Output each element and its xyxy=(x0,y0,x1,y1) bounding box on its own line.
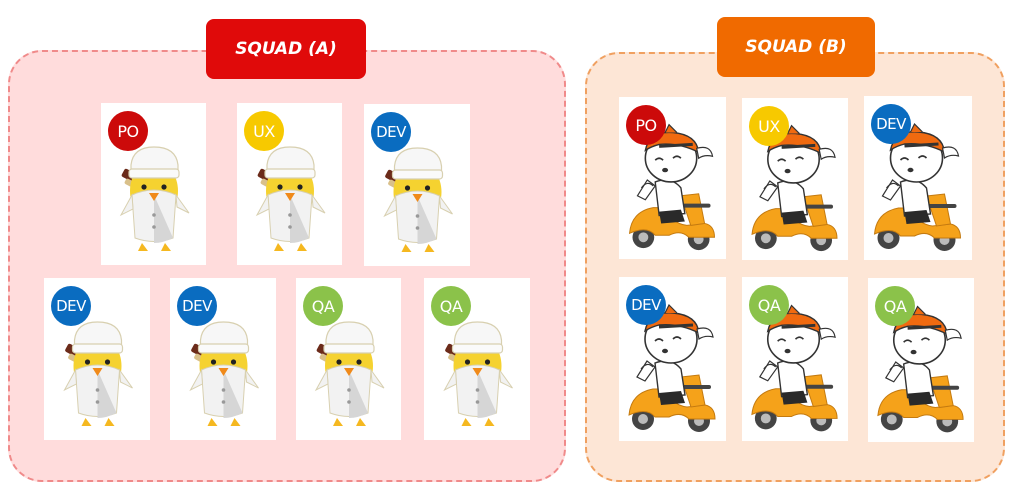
squad-b-title: SQUAD (B) xyxy=(717,17,875,77)
member-card: DEV xyxy=(619,277,726,441)
member-card: QA xyxy=(742,277,848,441)
member-card: DEV xyxy=(864,96,972,260)
role-badge: DEV xyxy=(177,286,217,326)
role-badge: DEV xyxy=(626,285,666,325)
member-card: QA xyxy=(424,278,530,440)
squad-a-title: SQUAD (A) xyxy=(206,19,366,79)
role-badge: QA xyxy=(303,286,343,326)
role-badge: QA xyxy=(431,286,471,326)
member-card: DEV xyxy=(170,278,276,440)
role-badge: DEV xyxy=(51,286,91,326)
member-card: PO xyxy=(101,103,206,265)
role-badge: QA xyxy=(749,285,789,325)
role-badge: PO xyxy=(108,111,148,151)
role-badge: DEV xyxy=(871,104,911,144)
role-badge: PO xyxy=(626,105,666,145)
role-badge: UX xyxy=(244,111,284,151)
member-card: PO xyxy=(619,97,726,259)
member-card: UX xyxy=(237,103,342,265)
role-badge: QA xyxy=(875,286,915,326)
member-card: UX xyxy=(742,98,848,260)
member-card: QA xyxy=(868,278,974,442)
member-card: DEV xyxy=(364,104,470,266)
role-badge: DEV xyxy=(371,112,411,152)
member-card: DEV xyxy=(44,278,150,440)
role-badge: UX xyxy=(749,106,789,146)
member-card: QA xyxy=(296,278,401,440)
